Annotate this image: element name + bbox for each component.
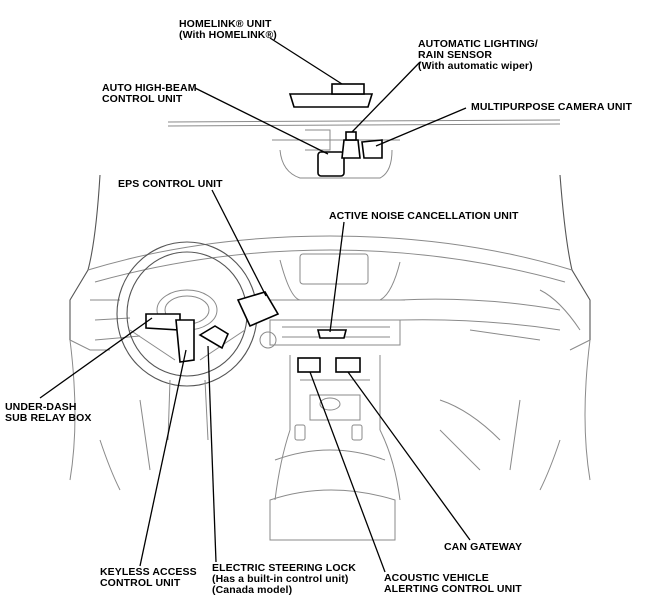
label-under-dash: UNDER-DASH SUB RELAY BOX <box>5 402 92 424</box>
label-auto-high-beam: AUTO HIGH-BEAM CONTROL UNIT <box>102 83 197 105</box>
label-can-gateway: CAN GATEWAY <box>444 542 522 553</box>
leader-lines <box>39 37 471 573</box>
label-line: ALERTING CONTROL UNIT <box>384 583 522 595</box>
leader-camera <box>375 107 467 147</box>
homelink-unit <box>288 83 374 108</box>
label-line: CONTROL UNIT <box>102 93 183 105</box>
leader-active-noise <box>329 221 345 333</box>
label-automatic-lighting: AUTOMATIC LIGHTING/ RAIN SENSOR (With au… <box>418 39 538 72</box>
acoustic-vehicle-alerting-unit <box>297 357 321 373</box>
under-dash-sub-relay-box <box>145 313 181 331</box>
label-multipurpose-camera: MULTIPURPOSE CAMERA UNIT <box>471 102 632 113</box>
label-line: SUB RELAY BOX <box>5 412 92 424</box>
label-line: AUTOMATIC LIGHTING/ <box>418 38 538 50</box>
label-line: AUTO HIGH-BEAM <box>102 82 197 94</box>
keyless-access-control-unit <box>175 319 195 363</box>
dashboard-drawing <box>69 174 591 351</box>
eps-control-unit <box>236 291 280 328</box>
leader-keyless <box>139 349 187 567</box>
leader-auto-lighting <box>351 61 421 133</box>
leader-eps <box>211 189 267 297</box>
label-line: ACTIVE NOISE CANCELLATION UNIT <box>329 210 519 222</box>
electric-steering-lock <box>198 325 230 350</box>
label-line: (With automatic wiper) <box>418 60 533 72</box>
leader-under-dash <box>39 317 153 399</box>
leader-steering-lock <box>207 345 217 563</box>
label-line: (Canada model) <box>212 584 293 596</box>
label-line: CAN GATEWAY <box>444 541 523 553</box>
label-line: RAIN SENSOR <box>418 49 493 61</box>
label-keyless-access: KEYLESS ACCESS CONTROL UNIT <box>100 567 197 589</box>
label-line: HOMELINK® UNIT <box>179 18 272 30</box>
label-line: ELECTRIC STEERING LOCK <box>212 562 356 574</box>
label-eps-control-unit: EPS CONTROL UNIT <box>118 179 223 190</box>
leader-auto-high-beam <box>194 87 329 155</box>
label-line: ACOUSTIC VEHICLE <box>384 572 489 584</box>
label-line: KEYLESS ACCESS <box>100 566 197 578</box>
leader-can-gateway <box>347 371 471 541</box>
label-line: UNDER-DASH <box>5 401 77 413</box>
label-electric-steering-lock: ELECTRIC STEERING LOCK (Has a built-in c… <box>212 563 356 596</box>
label-acoustic-vehicle: ACOUSTIC VEHICLE ALERTING CONTROL UNIT <box>384 573 522 595</box>
can-gateway <box>335 357 361 373</box>
leader-homelink <box>269 37 343 85</box>
rain-sensor-unit <box>341 131 361 159</box>
label-homelink-unit: HOMELINK® UNIT (With HOMELINK®) <box>179 19 277 41</box>
label-line: MULTIPURPOSE CAMERA UNIT <box>471 101 633 113</box>
leader-acoustic <box>309 371 386 573</box>
label-line: EPS CONTROL UNIT <box>118 178 223 190</box>
label-line: CONTROL UNIT <box>100 577 181 589</box>
multipurpose-camera-unit <box>361 139 383 159</box>
label-line: (With HOMELINK®) <box>179 29 277 41</box>
label-active-noise: ACTIVE NOISE CANCELLATION UNIT <box>329 211 518 222</box>
center-console-drawing <box>69 339 591 541</box>
label-line: (Has a built-in control unit) <box>212 573 349 585</box>
auto-high-beam-unit <box>317 151 345 177</box>
roof-console-drawing <box>167 119 561 179</box>
active-noise-cancellation-unit <box>316 329 348 339</box>
